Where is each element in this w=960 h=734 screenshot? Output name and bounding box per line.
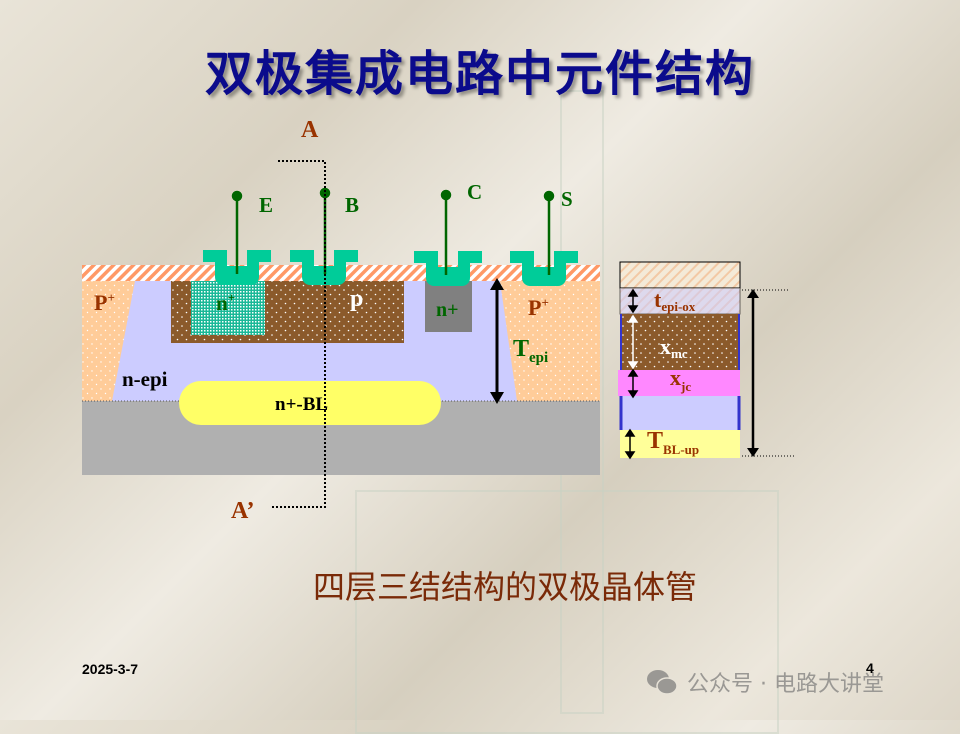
profile-epi <box>620 396 740 430</box>
watermark: 公众号 · 电路大讲堂 <box>645 666 884 698</box>
watermark-text: 公众号 · 电路大讲堂 <box>687 672 884 697</box>
terminal-label-c: C <box>467 180 482 204</box>
collector-contact-region <box>425 281 472 332</box>
tbl-arrow <box>624 428 636 460</box>
collector-terminal-dot <box>440 189 452 201</box>
label-base-p: p <box>350 286 363 312</box>
xmc-arrow <box>627 314 639 370</box>
label-tepi: Tepi <box>513 336 548 366</box>
label-buried-layer: n+-BL <box>275 394 328 415</box>
label-collector-n-plus: n+ <box>436 299 459 321</box>
section-label-a: A <box>301 117 319 143</box>
label-xjc: xjc <box>670 365 691 394</box>
vertical-profile: tepi-ox xmc xjc TBL-up <box>618 261 795 460</box>
substrate-contact <box>510 251 578 286</box>
label-n-epi: n-epi <box>122 367 168 391</box>
label-emitter-n-plus: n+ <box>216 290 235 315</box>
emitter-region <box>191 281 265 335</box>
label-p-plus-right: P+ <box>528 295 549 320</box>
base-terminal-dot <box>319 187 331 199</box>
profile-junction <box>618 370 740 396</box>
tepi-ox-arrow <box>627 288 639 314</box>
profile-base <box>620 314 740 370</box>
p-plus-isolation-right <box>500 281 600 401</box>
tepi-arrow <box>490 278 504 404</box>
wechat-icon <box>647 670 678 695</box>
terminal-label-e: E <box>259 193 273 217</box>
total-thickness-arrow <box>747 289 759 457</box>
buried-layer <box>179 381 441 425</box>
label-tbl-up: TBL-up <box>647 428 699 457</box>
page-number: 4 <box>866 660 874 676</box>
substrate-terminal-dot <box>543 190 555 202</box>
profile-buried-layer <box>620 430 740 458</box>
section-label-a-prime: A’ <box>231 498 255 524</box>
xjc-arrow <box>627 368 639 399</box>
emitter-terminal-dot <box>231 190 243 202</box>
label-xmc: xmc <box>660 334 688 361</box>
collector-contact <box>414 251 482 286</box>
profile-oxide <box>619 261 741 289</box>
slide-date: 2025-3-7 <box>82 661 139 677</box>
section-line-a <box>270 160 326 508</box>
terminal-label-s: S <box>561 187 573 211</box>
terminal-label-b: B <box>345 193 359 217</box>
p-plus-isolation-left <box>82 281 135 401</box>
label-tepi-ox: tepi-ox <box>654 287 696 314</box>
diagram-caption: 四层三结结构的双极晶体管 <box>312 568 697 606</box>
label-p-plus-left: P+ <box>94 290 115 315</box>
slide-title: 双极集成电路中元件结构 <box>204 46 755 102</box>
